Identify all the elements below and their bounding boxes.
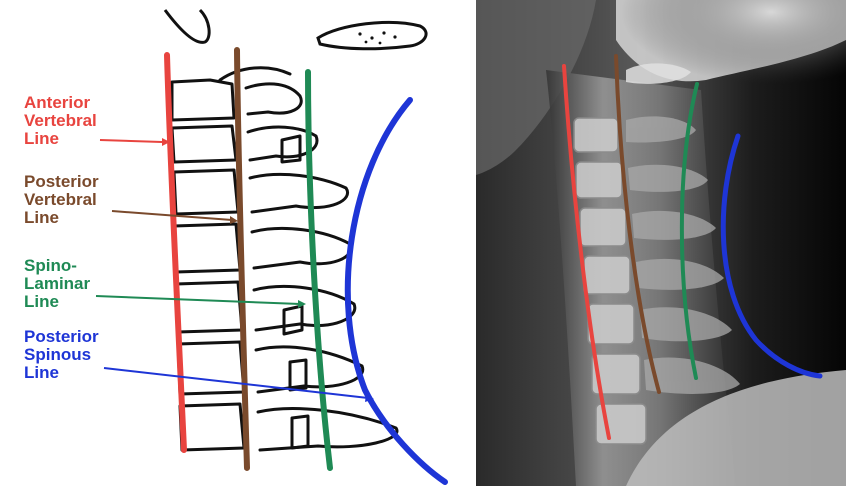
label-posterior-spinous-line1: Posterior [24,327,99,346]
label-posterior-vertebral-line1: Posterior [24,172,99,191]
label-posterior-vertebral: Posterior Vertebral Line [24,172,99,227]
label-posterior-spinous-line2: Spinous [24,345,91,364]
label-spino-laminar-line2: Laminar [24,274,91,293]
label-spino-laminar-line1: Spino- [24,256,77,275]
posterior-spinous-line [348,100,445,482]
label-anterior-vertebral: Anterior Vertebral Line [24,93,97,148]
skull-dots [358,31,396,44]
label-posterior-spinous: Posterior Spinous Line [24,327,99,382]
label-anterior-vertebral-line1: Anterior [24,93,91,112]
label-spino-laminar: Spino- Laminar Line [24,256,91,311]
spine-diagram: Anterior Vertebral Line Posterior Verteb… [0,0,476,486]
anterior-vertebral-pointer [100,140,162,142]
label-anterior-vertebral-line2: Vertebral [24,111,97,130]
occiput-sketch [165,10,209,42]
spine-diagram-panel: Anterior Vertebral Line Posterior Verteb… [0,0,476,486]
xray-panel [476,0,846,486]
label-anterior-vertebral-line3: Line [24,129,59,148]
cervical-xray [476,0,846,486]
anterior-vertebral-line [167,55,184,450]
label-posterior-spinous-line3: Line [24,363,59,382]
spino-laminar-pointer [96,296,300,304]
label-posterior-vertebral-line2: Vertebral [24,190,97,209]
label-posterior-vertebral-line3: Line [24,208,59,227]
label-spino-laminar-line3: Line [24,292,59,311]
skull-base-sketch [318,22,426,48]
